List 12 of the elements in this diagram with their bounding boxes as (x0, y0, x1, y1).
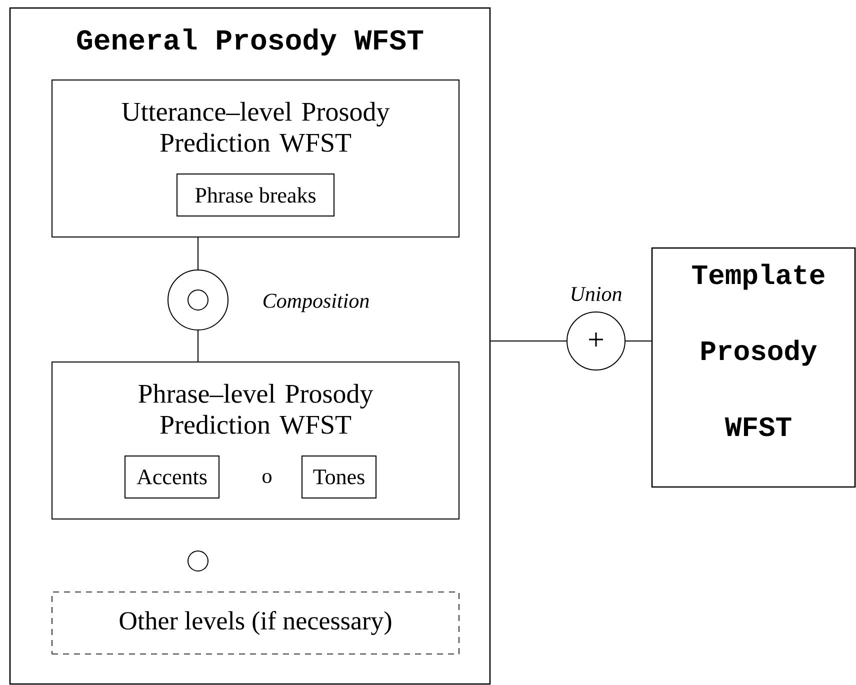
component-box: Tones (302, 456, 376, 498)
small-circle (188, 550, 208, 572)
operator-label: Composition (264, 294, 369, 312)
component-box: Accents (124, 456, 220, 498)
dashed-box: Other levels (if necessary) (52, 592, 460, 654)
operator-label: o (262, 472, 272, 484)
template-box: Template Prosody WFST (651, 247, 856, 488)
operator-label: Union (572, 286, 622, 302)
composition-circle (168, 270, 228, 330)
component-box: Phrase breaks (176, 174, 334, 216)
connector-line (490, 340, 567, 342)
connector-line (625, 340, 652, 342)
